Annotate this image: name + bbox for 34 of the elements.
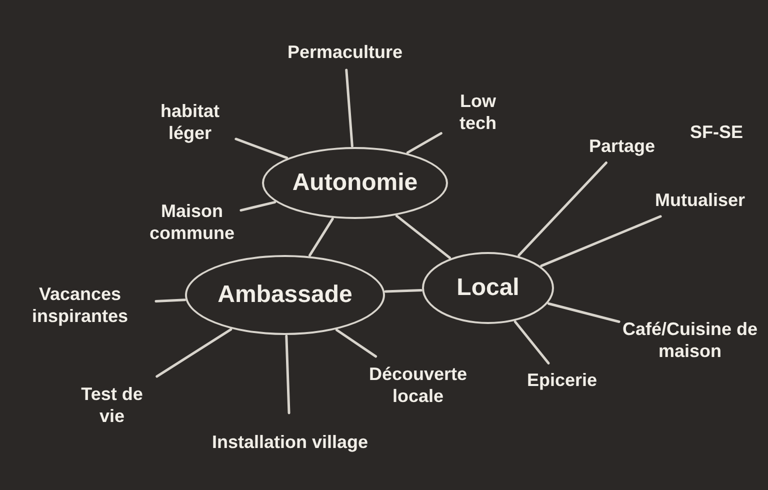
branch-text: habitat léger xyxy=(145,94,235,150)
connector-line xyxy=(514,320,550,364)
branch-text: Mutualiser xyxy=(644,184,756,216)
connector-line xyxy=(240,200,276,212)
connector-line xyxy=(384,289,422,293)
topic-label: Autonomie xyxy=(292,168,418,198)
topic-ellipse xyxy=(422,252,554,324)
branch-text: Vacances inspirantes xyxy=(5,277,155,333)
connector-line xyxy=(335,328,378,358)
branch-text: Epicerie xyxy=(514,364,610,396)
branch-text: Café/Cuisine de maison xyxy=(620,312,760,368)
branch-text: Découverte locale xyxy=(356,357,480,413)
topic-label: Local xyxy=(456,273,520,303)
connector-line xyxy=(518,161,608,257)
branch-text: Installation village xyxy=(205,414,375,470)
connector-line xyxy=(285,334,290,414)
topic-ellipse xyxy=(185,255,385,335)
connector-line xyxy=(308,218,334,257)
topic-ellipse xyxy=(262,147,448,219)
connector-line xyxy=(156,328,232,378)
connector-line xyxy=(406,132,442,154)
branch-text: Permaculture xyxy=(270,35,420,69)
topic-label: Ambassade xyxy=(218,280,352,310)
branch-text: Test de vie xyxy=(67,377,157,433)
branch-text: Partage xyxy=(574,130,670,162)
branch-text: Low tech xyxy=(442,84,514,140)
connector-line xyxy=(154,298,186,303)
branch-text: Maison commune xyxy=(144,194,240,250)
connector-line xyxy=(234,138,288,160)
connector-line xyxy=(540,215,662,268)
connector-line xyxy=(547,302,620,323)
connector-line xyxy=(345,68,354,148)
connector-line xyxy=(395,214,451,259)
note-text: SF-SE xyxy=(690,121,744,144)
